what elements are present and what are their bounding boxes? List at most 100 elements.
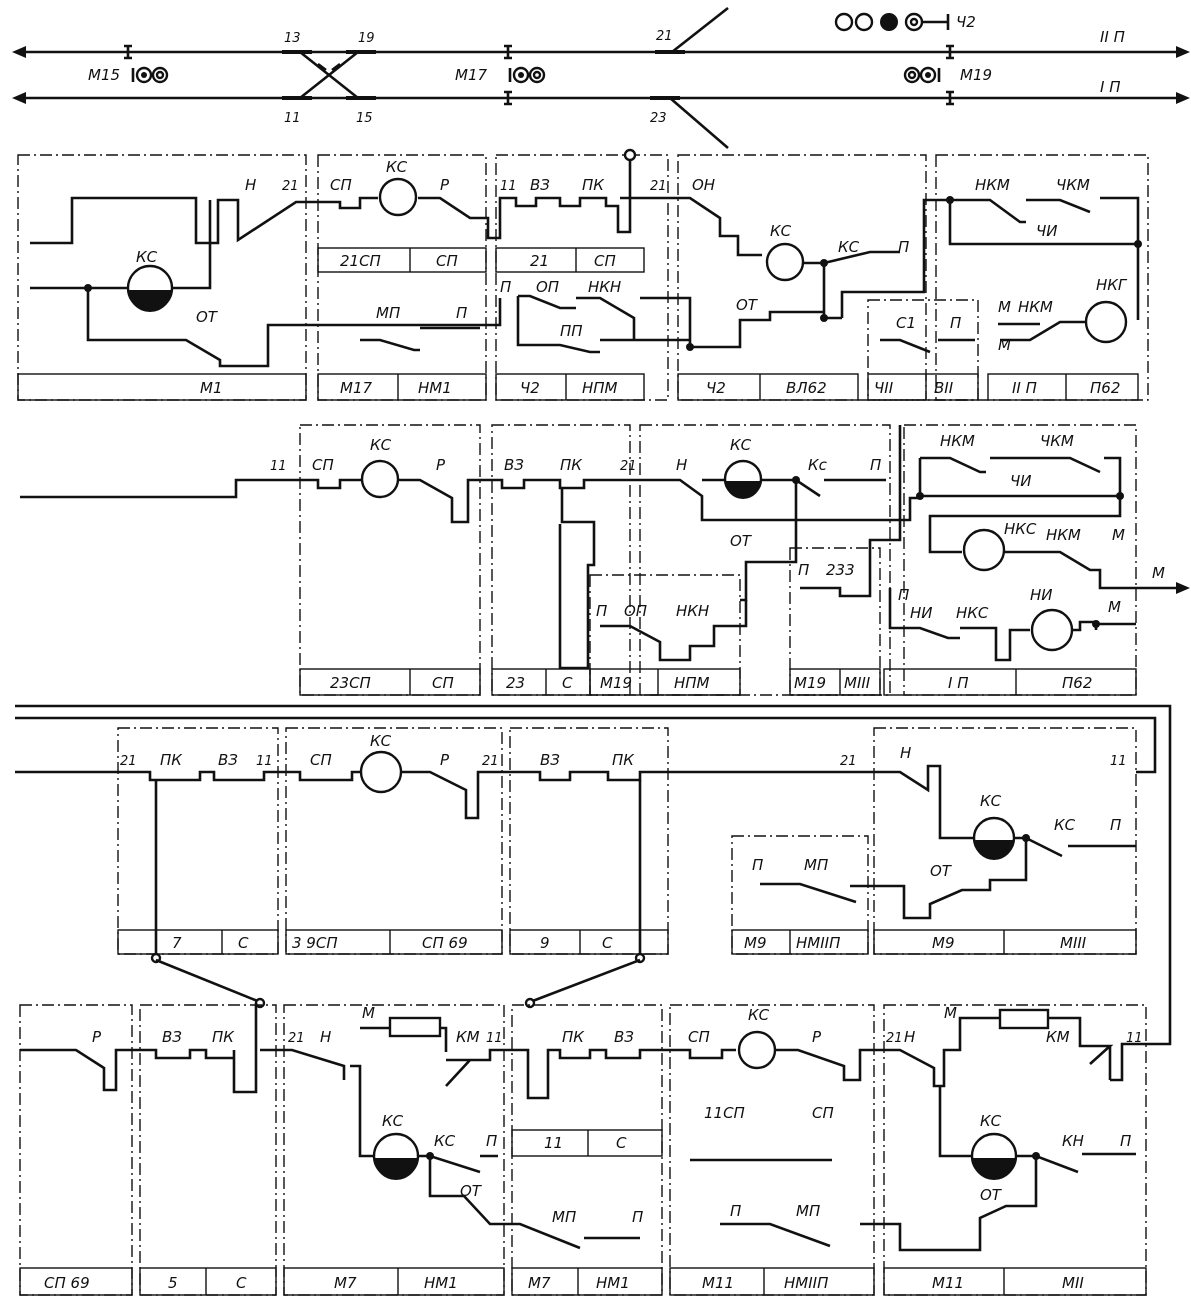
block-footer: С — [562, 674, 573, 692]
signal-label: М15 — [88, 66, 120, 84]
contact-label: 21 — [282, 179, 299, 194]
block-footer: М17 — [340, 379, 372, 397]
contact-label: П — [596, 602, 607, 620]
relay-label: КС — [370, 732, 392, 750]
signal-label: М17 — [455, 66, 487, 84]
contact-label: ВЗ — [614, 1028, 634, 1046]
contact-label: КС — [1054, 816, 1076, 834]
block-subfooter: 11 — [544, 1134, 563, 1152]
contact-label: Н — [676, 456, 687, 474]
contact-label: ВЗ — [540, 751, 560, 769]
contact-label: 11СП — [704, 1104, 745, 1122]
contact-label: ЧИ — [1036, 222, 1058, 240]
contact-label: НКМ — [940, 432, 975, 450]
block-footer: НМ1 — [596, 1274, 630, 1292]
block-footer: С — [602, 934, 613, 952]
signal-M19: М19 — [903, 66, 992, 84]
block-subfooter: 21 — [530, 252, 549, 270]
contact-label: 11 — [1126, 1031, 1143, 1046]
contact-label: Н — [904, 1028, 915, 1046]
circuit-row-4: Р СП 69 ВЗ ПК 5 С 21 Н М КМ 11 КС КС П О… — [19, 1003, 1150, 1296]
switch-21-branch — [671, 6, 729, 54]
circuit-row-3: 21 ПК ВЗ 11 7 С СП КС Р 21 3 9СП СП 69 В… — [15, 704, 1172, 1046]
contact-label: П — [730, 1202, 741, 1220]
contact-label: ПК — [160, 751, 183, 769]
contact-label: М — [998, 298, 1011, 316]
contact-label: ОН — [692, 176, 715, 194]
contact-label: СП — [310, 751, 332, 769]
contact-label: ВЗ — [162, 1028, 182, 1046]
contact-label: МП — [796, 1202, 820, 1220]
contact-label: 21 — [120, 754, 137, 769]
contact-label: ОТ — [460, 1182, 483, 1200]
switch-label: 21 — [656, 29, 673, 44]
insulating-joints — [124, 44, 954, 106]
contact-label: П — [456, 304, 467, 322]
contact-label: СП — [330, 176, 352, 194]
block-footer: 7 — [172, 934, 182, 952]
relay-label: НКС — [1004, 520, 1037, 538]
contact-label: П — [870, 456, 881, 474]
contact-label: МП — [804, 856, 828, 874]
contact-label: Н — [320, 1028, 331, 1046]
contact-label: ОТ — [980, 1186, 1003, 1204]
contact-label: Р — [92, 1028, 102, 1046]
block-footer: ВII — [934, 379, 954, 397]
contact-label: П — [1120, 1132, 1131, 1150]
block-footer: ЧII — [874, 379, 894, 397]
contact-label: 233 — [826, 561, 855, 579]
signal-label: М19 — [960, 66, 992, 84]
block-footer: 3 9СП — [292, 934, 338, 952]
block-subfooter: С — [616, 1134, 627, 1152]
contact-label: М — [1152, 564, 1165, 582]
block-footer: МIII — [844, 674, 871, 692]
block-footer: II П — [1012, 379, 1037, 397]
relay-label: НКГ — [1096, 276, 1128, 294]
block-footer: М11 — [702, 1274, 734, 1292]
block-footer: 23СП — [330, 674, 371, 692]
contact-label: Н — [900, 744, 911, 762]
contact-label: КС — [838, 238, 860, 256]
relay-label: КС — [370, 436, 392, 454]
contact-label: Р — [436, 456, 446, 474]
contact-label: ПК — [562, 1028, 585, 1046]
contact-label: П — [798, 561, 809, 579]
relay-label: КС — [386, 158, 408, 176]
contact-label: ПК — [212, 1028, 235, 1046]
contact-label: СП — [812, 1104, 834, 1122]
contact-label: М — [1108, 598, 1121, 616]
contact-label: П — [950, 314, 961, 332]
block-footer: М7 — [334, 1274, 357, 1292]
contact-label: 11 — [500, 179, 517, 194]
contact-label: МП — [552, 1208, 576, 1226]
block-footer: М9 — [932, 934, 955, 952]
contact-label: ЧКМ — [1040, 432, 1074, 450]
block-footer: СП 69 — [44, 1274, 90, 1292]
block-subfooter: 21СП — [340, 252, 381, 270]
block-footer: МIII — [1060, 934, 1087, 952]
contact-label: П — [898, 238, 909, 256]
contact-label: ВЗ — [530, 176, 550, 194]
contact-label: ОТ — [736, 296, 759, 314]
block-subfooter: СП — [594, 252, 616, 270]
block-footer: 5 — [168, 1274, 178, 1292]
relay-label: КС — [980, 792, 1002, 810]
contact-label: П — [752, 856, 763, 874]
contact-label: 11 — [1110, 754, 1127, 769]
contact-label: С1 — [896, 314, 916, 332]
block-footer: П62 — [1090, 379, 1120, 397]
contact-label: НКМ — [1018, 298, 1053, 316]
circuit-row-2: 11 СП КС Р 23СП СП ВЗ ПК 23 С 21 Н КС Кс… — [20, 424, 1190, 696]
contact-label: Р — [812, 1028, 822, 1046]
contact-label: ОТ — [730, 532, 753, 550]
switch-23-branch — [669, 97, 729, 149]
relay-label: НИ — [1030, 586, 1053, 604]
block-footer: М19 — [794, 674, 826, 692]
contact-label: ОП — [624, 602, 647, 620]
switch-label: 19 — [358, 31, 375, 46]
switch-label: 23 — [650, 111, 667, 126]
contact-label: ЧИ — [1010, 472, 1032, 490]
contact-label: ПК — [582, 176, 605, 194]
switch-label: 13 — [284, 31, 301, 46]
